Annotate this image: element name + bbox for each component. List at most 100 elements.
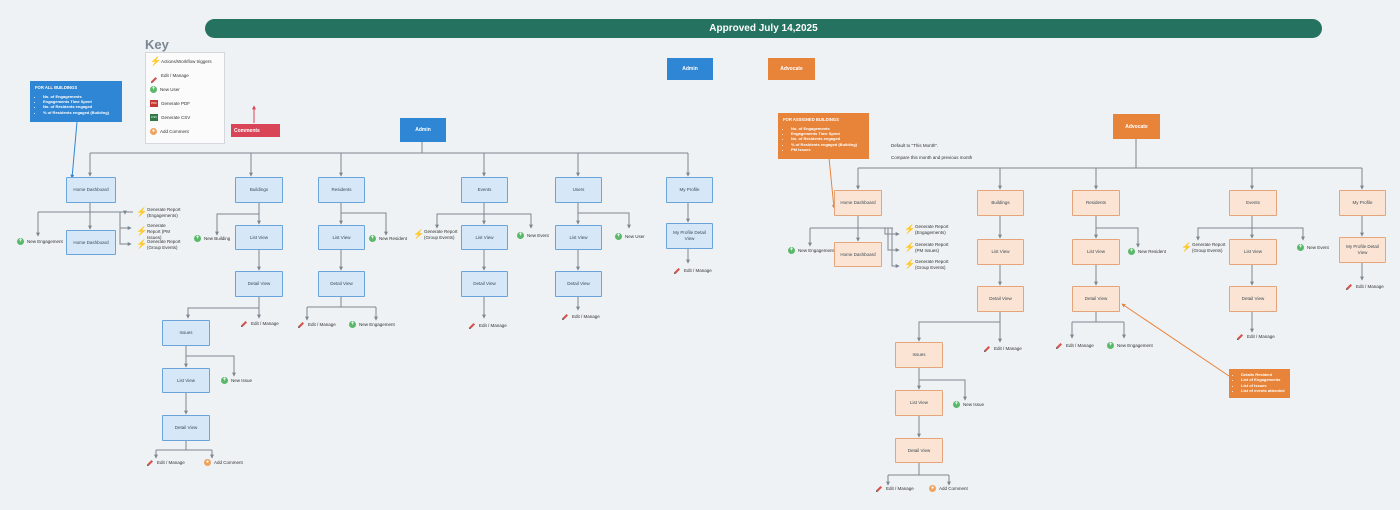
advocate-residents-detail-view[interactable]: Detail View: [1072, 286, 1120, 312]
admin-users[interactable]: Users: [555, 177, 602, 203]
admin-report-engagements[interactable]: ⚡ Generate Report (Engagements): [136, 207, 184, 219]
admin-issues-edit[interactable]: Edit / Manage: [146, 459, 185, 467]
admin-new-user[interactable]: + New User: [615, 233, 645, 240]
admin-issues-detail-view[interactable]: Detail View: [162, 415, 210, 441]
admin-buildings-detail-view[interactable]: Detail View: [235, 271, 283, 297]
pencil-icon: [150, 71, 158, 83]
key-label: Edit / Manage: [161, 72, 189, 78]
advocate-events-list-view[interactable]: List View: [1229, 239, 1277, 265]
admin-my-profile-detail[interactable]: My Profile Detail View: [666, 223, 713, 249]
advocate-my-profile-detail[interactable]: My Profile Detail View: [1339, 237, 1386, 263]
advocate-report-pm-issues[interactable]: ⚡ Generate Report (PM Issues): [904, 242, 952, 254]
admin-residents-edit[interactable]: Edit / Manage: [297, 321, 336, 329]
advocate-events[interactable]: Events: [1229, 190, 1277, 216]
admin-events-edit[interactable]: Edit / Manage: [468, 322, 507, 330]
admin-events-report[interactable]: ⚡ Generate Report (Group Events): [413, 229, 463, 241]
admin-residents-list-view[interactable]: List View: [318, 225, 365, 250]
admin-home-dashboard-view[interactable]: Home Dashboard: [66, 230, 116, 255]
advocate-buildings[interactable]: Buildings: [977, 190, 1024, 216]
admin-residents-new-engagement[interactable]: + New Engagement: [349, 321, 395, 328]
action-label: Generate Report (Group Events): [915, 259, 949, 270]
note-title: FOR ASSIGNED BUILDINGS: [783, 117, 839, 122]
key-label: New User: [160, 87, 180, 92]
default-period-note: Default to "This Month".: [891, 143, 939, 148]
action-label: Edit / Manage: [572, 314, 600, 320]
admin-events-list-view[interactable]: List View: [461, 225, 508, 250]
admin-report-pm-issues[interactable]: ⚡ Generate Report (PM Issues): [136, 223, 178, 241]
admin-users-detail-view[interactable]: Detail View: [555, 271, 602, 297]
action-label: Edit / Manage: [479, 323, 507, 329]
advocate-new-engagement[interactable]: + New Engagement: [788, 247, 834, 254]
admin-events[interactable]: Events: [461, 177, 508, 203]
admin-new-event[interactable]: + New Event: [517, 232, 549, 239]
pencil-icon: [468, 322, 476, 330]
action-label: Add Comment: [214, 459, 243, 465]
csv-icon: CSV: [150, 114, 158, 121]
admin-new-issue[interactable]: + New Issue: [221, 377, 252, 384]
advocate-residents-edit[interactable]: Edit / Manage: [1055, 342, 1094, 350]
admin-buildings[interactable]: Buildings: [235, 177, 283, 203]
advocate-my-profile[interactable]: My Profile: [1339, 190, 1386, 216]
advocate-events-edit[interactable]: Edit / Manage: [1236, 333, 1275, 341]
advocate-report-group-events[interactable]: ⚡ Generate Report (Group Events): [904, 259, 952, 271]
key-label: Add Comment: [160, 129, 189, 134]
advocate-new-issue[interactable]: + New Issue: [953, 401, 984, 408]
note-item: PM Issues: [791, 147, 864, 152]
advocate-buildings-list-view[interactable]: List View: [977, 239, 1024, 265]
action-label: Edit / Manage: [1356, 284, 1384, 290]
advocate-home-dashboard[interactable]: Home Dashboard: [834, 190, 882, 216]
admin-my-profile-edit[interactable]: Edit / Manage: [673, 267, 712, 275]
advocate-residents-new-engagement[interactable]: + New Engagement: [1107, 342, 1153, 349]
admin-add-comment[interactable]: ● Add Comment: [204, 459, 243, 466]
action-label: Edit / Manage: [157, 460, 185, 466]
action-label: New Engagement: [359, 321, 395, 327]
admin-users-list-view[interactable]: List View: [555, 225, 602, 250]
advocate-events-report[interactable]: ⚡ Generate Report (Group Events): [1181, 242, 1229, 254]
admin-buildings-list-view[interactable]: List View: [235, 225, 283, 250]
all-buildings-note: FOR ALL BUILDINGS No. of Engagements Eng…: [30, 81, 122, 122]
advocate-add-comment[interactable]: ● Add Comment: [929, 485, 968, 492]
advocate-buildings-edit[interactable]: Edit / Manage: [983, 345, 1022, 353]
pencil-icon: [297, 321, 305, 329]
admin-residents-detail-view[interactable]: Detail View: [318, 271, 365, 297]
admin-buildings-edit[interactable]: Edit / Manage: [240, 320, 279, 328]
plus-icon: +: [615, 233, 622, 240]
plus-icon: +: [1297, 244, 1304, 251]
admin-new-resident[interactable]: + New Resident: [369, 235, 407, 242]
action-label: Generate Report (Group Events): [424, 229, 458, 240]
admin-residents[interactable]: Residents: [318, 177, 365, 203]
comment-icon: ●: [150, 128, 157, 135]
admin-new-engagement[interactable]: + New Engagement: [17, 238, 63, 245]
action-label: Edit / Manage: [886, 486, 914, 492]
admin-issues-list-view[interactable]: List View: [162, 368, 210, 393]
approval-banner: Approved July 14,2025: [205, 19, 1322, 38]
advocate-new-event[interactable]: + New Event: [1297, 244, 1329, 251]
advocate-issues-list-view[interactable]: List View: [895, 390, 943, 416]
lightning-icon: ⚡: [904, 259, 916, 270]
admin-new-building[interactable]: + New Building: [194, 235, 230, 242]
advocate-issues-detail-view[interactable]: Detail View: [895, 438, 943, 463]
admin-report-group-events[interactable]: ⚡ Generate Report (Group Events): [136, 239, 184, 251]
admin-users-edit[interactable]: Edit / Manage: [561, 313, 600, 321]
advocate-report-engagements[interactable]: ⚡ Generate Report (Engagements): [904, 224, 952, 236]
admin-events-detail-view[interactable]: Detail View: [461, 271, 508, 297]
advocate-events-detail-view[interactable]: Detail View: [1229, 286, 1277, 312]
pencil-icon: [561, 313, 569, 321]
plus-icon: +: [517, 232, 524, 239]
advocate-residents[interactable]: Residents: [1072, 190, 1120, 216]
advocate-home-dashboard-view[interactable]: Home Dashboard: [834, 242, 882, 267]
advocate-my-profile-edit[interactable]: Edit / Manage: [1345, 283, 1384, 291]
admin-home-dashboard[interactable]: Home Dashboard: [66, 177, 116, 203]
advocate-issues[interactable]: Issues: [895, 342, 943, 368]
lightning-icon: ⚡: [904, 224, 916, 235]
note-item: Engagements Time Spent: [43, 99, 117, 104]
note-item: % of Residents engaged (Building): [43, 110, 117, 115]
admin-my-profile[interactable]: My Profile: [666, 177, 713, 203]
advocate-new-resident[interactable]: + New Resident: [1128, 248, 1166, 255]
admin-issues[interactable]: Issues: [162, 320, 210, 346]
advocate-residents-list-view[interactable]: List View: [1072, 239, 1120, 265]
action-label: New User: [625, 233, 645, 239]
advocate-issues-edit[interactable]: Edit / Manage: [875, 485, 914, 493]
advocate-buildings-detail-view[interactable]: Detail View: [977, 286, 1024, 312]
key-label: Actions/Workflow triggers: [161, 59, 212, 64]
